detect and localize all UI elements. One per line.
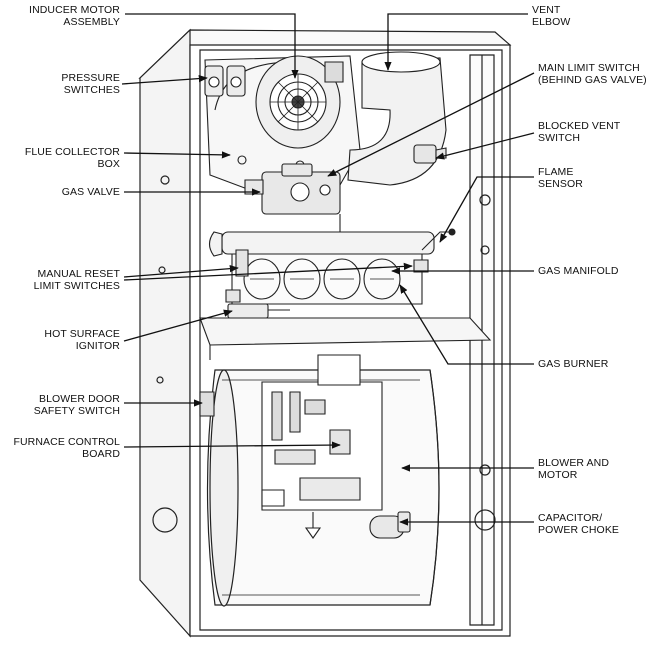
leader-manual-1 xyxy=(124,265,239,277)
leader-flue xyxy=(124,151,231,159)
inducer-motor-assembly xyxy=(256,56,343,148)
label-inducer-motor: INDUCER MOTOR ASSEMBLY xyxy=(29,4,120,28)
label-gas-burner: GAS BURNER xyxy=(538,358,609,370)
label-blocked-vent: BLOCKED VENT SWITCH xyxy=(538,120,621,144)
leader-burner xyxy=(400,284,534,364)
label-pressure-switches: PRESSURE SWITCHES xyxy=(61,72,120,96)
pressure-switches xyxy=(205,66,245,96)
divider-shelf xyxy=(200,318,490,360)
label-gas-manifold: GAS MANIFOLD xyxy=(538,265,619,277)
label-flue-collector: FLUE COLLECTOR BOX xyxy=(24,146,120,170)
leader-blocked xyxy=(435,133,534,160)
leader-inducer xyxy=(125,14,299,79)
leader-vent xyxy=(384,14,528,71)
label-gas-valve: GAS VALVE xyxy=(61,186,120,198)
label-blower-motor: BLOWER AND MOTOR xyxy=(538,457,610,481)
gas-manifold xyxy=(210,214,435,256)
label-manual-reset: MANUAL RESET LIMIT SWITCHES xyxy=(33,268,120,292)
flame-sensor xyxy=(422,229,455,250)
leader-flame xyxy=(440,177,534,243)
limit-switches xyxy=(226,250,428,302)
label-vent-elbow: VENT ELBOW xyxy=(532,4,571,28)
label-main-limit: MAIN LIMIT SWITCH (BEHIND GAS VALVE) xyxy=(538,62,647,86)
label-flame-sensor: FLAME SENSOR xyxy=(538,166,583,190)
leader-lines xyxy=(122,14,534,526)
blower-door-switch xyxy=(200,392,214,416)
leader-pressure xyxy=(122,74,208,84)
gas-valve xyxy=(245,164,340,214)
gas-burner xyxy=(232,254,422,304)
leader-board xyxy=(124,441,341,449)
leader-ignitor xyxy=(124,309,233,341)
label-control-board: FURNACE CONTROL BOARD xyxy=(13,436,120,460)
label-capacitor: CAPACITOR/ POWER CHOKE xyxy=(538,512,620,536)
leader-manual-2 xyxy=(124,262,413,280)
label-blower-door: BLOWER DOOR SAFETY SWITCH xyxy=(33,393,120,417)
label-hot-surface: HOT SURFACE IGNITOR xyxy=(44,328,120,352)
furnace-control-board xyxy=(262,355,382,538)
leader-mainlimit xyxy=(327,73,534,176)
